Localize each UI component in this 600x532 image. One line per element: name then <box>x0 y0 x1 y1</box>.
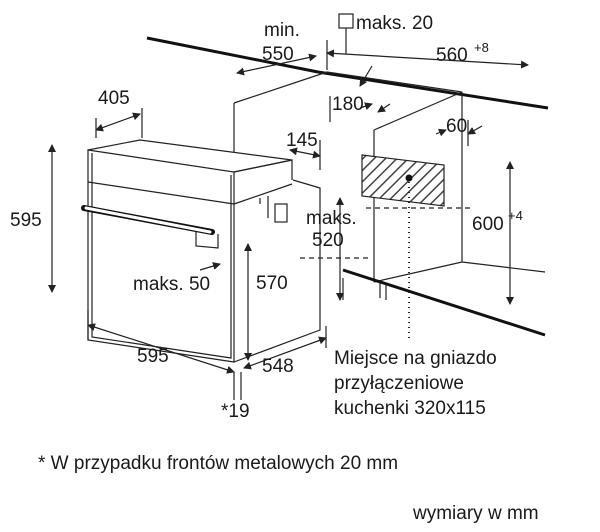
dimension-labels: min. 550 maks. 20 560 +8 405 180 60 145 … <box>10 13 523 422</box>
label-60: 60 <box>446 116 467 137</box>
label-180: 180 <box>332 94 364 115</box>
label-560: 560 <box>436 45 468 66</box>
socket-note-line-3: kuchenki 320x115 <box>334 398 486 419</box>
label-550: 550 <box>262 44 294 65</box>
label-560-tolerance: +8 <box>474 40 489 55</box>
units-note: wymiary w mm <box>412 503 539 524</box>
label-520: 520 <box>312 230 344 251</box>
oven-handle <box>81 205 219 249</box>
label-maks-50: maks. 50 <box>133 274 210 295</box>
label-548: 548 <box>262 356 294 377</box>
label-145: 145 <box>286 130 318 151</box>
label-595-width: 595 <box>137 346 169 367</box>
label-595-height: 595 <box>10 210 42 231</box>
label-405: 405 <box>98 88 130 109</box>
footnote: * W przypadku frontów metalowych 20 mm <box>38 453 398 474</box>
label-570: 570 <box>256 273 288 294</box>
label-min: min. <box>264 20 300 41</box>
label-maks: maks. <box>306 208 357 229</box>
socket-note-line-1: Miejsce na gniazdo <box>334 348 497 369</box>
socket-marker <box>405 174 413 182</box>
socket-note: Miejsce na gniazdo przyłączeniowe kuchen… <box>334 348 497 419</box>
socket-area <box>361 154 445 340</box>
label-600-tolerance: +4 <box>508 208 523 223</box>
oven <box>87 139 321 363</box>
label-maks-20: maks. 20 <box>356 13 433 34</box>
dimension-lines <box>48 28 529 400</box>
label-600: 600 <box>472 214 504 235</box>
socket-note-line-2: przyłączeniowe <box>334 373 464 394</box>
label-star-19: *19 <box>221 401 250 422</box>
square-symbol-icon <box>338 13 354 29</box>
